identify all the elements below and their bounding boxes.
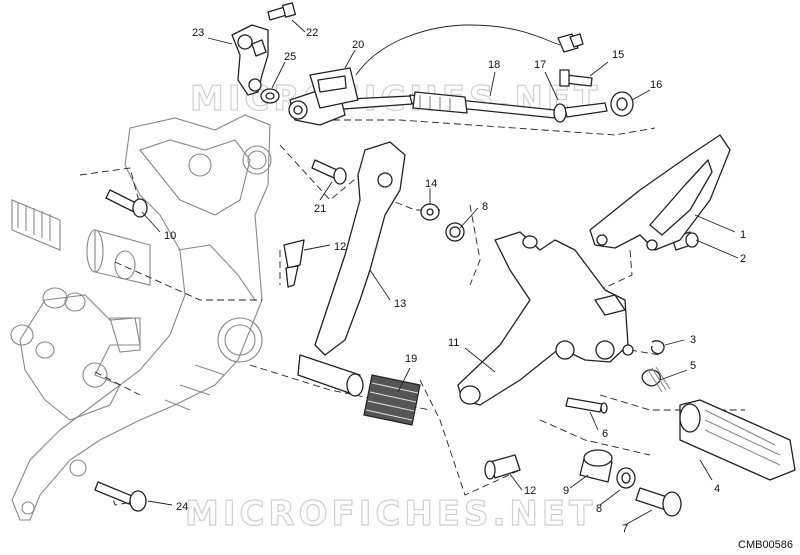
- part-23-lever: [231, 24, 269, 96]
- part-13-shift-lever: [297, 141, 406, 397]
- callout-22: 22: [306, 27, 318, 39]
- callout-24: 24: [176, 501, 188, 513]
- assembly-lines: [79, 119, 745, 506]
- callout-17: 17: [534, 59, 546, 71]
- callout-labels: 1 2 3 4 5 6 7 8 8 9 10 11 12 12 13 14 15…: [164, 27, 746, 535]
- callout-15: 15: [612, 49, 624, 61]
- footpeg-hardware: [565, 340, 796, 517]
- frame-plate: [11, 114, 272, 521]
- callout-13: 13: [394, 298, 406, 310]
- callout-9: 9: [563, 485, 569, 497]
- callout-20: 20: [352, 39, 364, 51]
- callout-8-upper: 8: [482, 201, 488, 213]
- callout-6: 6: [602, 428, 608, 440]
- callout-19: 19: [405, 353, 417, 365]
- callout-2: 2: [740, 253, 746, 265]
- callout-4: 4: [714, 483, 720, 495]
- part-11-footpeg-bracket: [457, 231, 634, 406]
- callout-25: 25: [284, 51, 296, 63]
- callout-7: 7: [622, 523, 628, 535]
- callout-10: 10: [164, 230, 176, 242]
- callout-23: 23: [192, 27, 204, 39]
- part-19-shift-rubber: [363, 374, 421, 426]
- callout-14: 14: [425, 178, 437, 190]
- drawing-code: CMB00586: [738, 539, 793, 551]
- cylinder-spacer: [11, 199, 151, 286]
- callout-21: 21: [314, 203, 326, 215]
- callout-1: 1: [740, 229, 746, 241]
- callout-8-lower: 8: [596, 503, 602, 515]
- callout-16: 16: [650, 79, 662, 91]
- callout-11: 11: [448, 337, 459, 349]
- fasteners: [94, 2, 699, 512]
- callout-5: 5: [690, 360, 696, 372]
- shift-linkage-rod: [288, 24, 634, 126]
- callout-12-upper: 12: [334, 241, 346, 253]
- watermark-bottom: MICROFICHES.NET: [185, 494, 596, 534]
- callout-leaders: [141, 19, 739, 526]
- callout-18: 18: [488, 59, 500, 71]
- callout-3: 3: [690, 334, 696, 346]
- callout-12-lower: 12: [524, 485, 536, 497]
- part-1-heel-guard: [589, 134, 731, 251]
- rear-bracket-assembly: [10, 287, 141, 421]
